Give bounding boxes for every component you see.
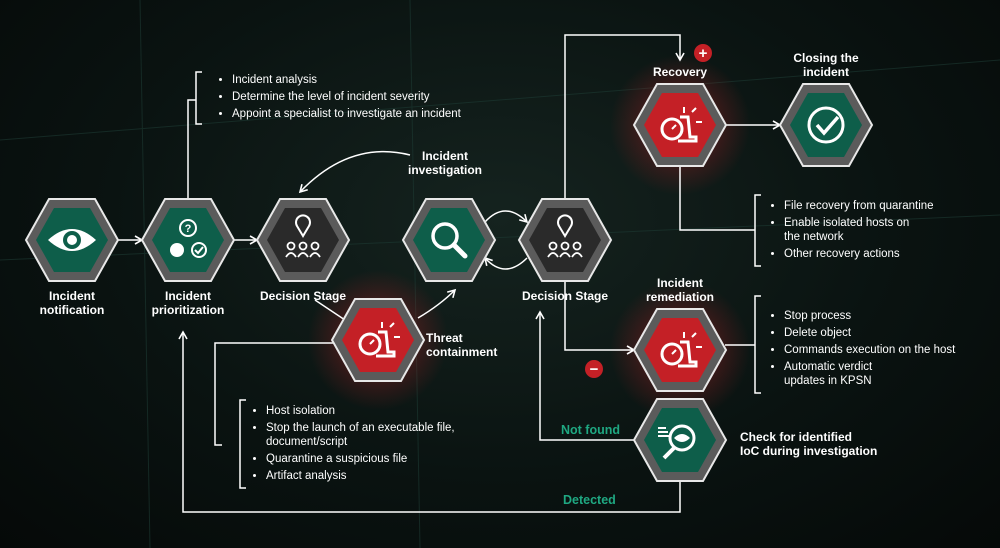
decision-team-icon xyxy=(547,214,583,258)
connectors xyxy=(118,34,782,513)
edge-investigation-decision1 xyxy=(298,150,411,194)
stopwatch-alarm-icon xyxy=(358,322,400,358)
list-item: Enable isolated hosts on the network xyxy=(784,216,914,244)
bracket-containment xyxy=(239,399,246,489)
eye-icon xyxy=(48,229,96,251)
node-prioritization: ? xyxy=(140,198,236,282)
list-item: Artifact analysis xyxy=(266,469,526,483)
list-remediation-actions: Stop process Delete object Commands exec… xyxy=(770,309,1000,391)
edge-recovery-list xyxy=(679,165,755,231)
list-item: Appoint a specialist to investigate an i… xyxy=(232,107,552,121)
label-decision-stage-2: Decision Stage xyxy=(521,289,609,303)
edge-containment-list xyxy=(214,342,334,446)
edge-containment-investigation xyxy=(417,288,457,319)
list-item: Incident analysis xyxy=(232,73,552,87)
svg-text:?: ? xyxy=(185,223,192,235)
node-containment xyxy=(330,298,426,382)
edge-label-detected: Detected xyxy=(563,493,616,507)
list-item: Host isolation xyxy=(266,404,526,418)
node-investigation xyxy=(401,198,497,282)
label-recovery: Recovery xyxy=(652,65,708,79)
list-containment-actions: Host isolation Stop the launch of an exe… xyxy=(252,404,526,486)
node-decision1 xyxy=(255,198,351,282)
edge-decision2-remediation xyxy=(564,280,636,355)
list-item: Other recovery actions xyxy=(784,247,974,261)
magnifier-icon xyxy=(431,222,468,259)
edge-decision2-recovery xyxy=(564,34,685,200)
edge-detected-prioritization xyxy=(178,330,681,513)
decision-team-icon xyxy=(285,214,321,258)
plus-badge: + xyxy=(694,44,712,62)
list-item: Determine the level of incident severity xyxy=(232,90,552,104)
stopwatch-alarm-icon xyxy=(660,332,702,368)
list-item: Automatic verdict updates in KPSN xyxy=(784,360,904,388)
list-item: Stop the launch of an executable file, d… xyxy=(266,421,526,449)
stopwatch-alarm-icon xyxy=(660,107,702,143)
list-prioritization-actions: Incident analysis Determine the level of… xyxy=(218,73,552,124)
minus-badge: − xyxy=(585,360,603,378)
list-item: Stop process xyxy=(784,309,1000,323)
list-item: Delete object xyxy=(784,326,1000,340)
list-recovery-actions: File recovery from quarantine Enable iso… xyxy=(770,199,974,264)
minus-icon: − xyxy=(590,361,599,378)
list-item: Commands execution on the host xyxy=(784,343,1000,357)
edge-investigation-decision2 xyxy=(484,210,529,224)
check-circle-icon xyxy=(807,106,845,144)
list-item: File recovery from quarantine xyxy=(784,199,974,213)
bracket-remediation xyxy=(754,295,761,394)
label-decision-stage-1: Decision Stage xyxy=(259,289,347,303)
edge-decision1-containment xyxy=(314,299,346,321)
edge-decision2-investigation xyxy=(483,256,528,270)
node-notification xyxy=(24,198,120,282)
bracket-prioritization xyxy=(195,71,202,125)
node-decision2 xyxy=(517,198,613,282)
ioc-scan-icon xyxy=(658,424,696,460)
node-closing xyxy=(778,83,874,167)
list-item: Quarantine a suspicious file xyxy=(266,452,526,466)
edge-label-not-found: Not found xyxy=(561,423,621,437)
node-check-ioc xyxy=(632,398,728,482)
node-recovery xyxy=(632,83,728,167)
edge-notfound-decision2 xyxy=(535,310,636,441)
prioritization-icon: ? xyxy=(170,219,207,258)
node-remediation xyxy=(632,308,728,392)
plus-icon: + xyxy=(699,45,708,62)
edge-prioritization-list xyxy=(187,99,196,200)
bracket-recovery xyxy=(754,194,761,267)
